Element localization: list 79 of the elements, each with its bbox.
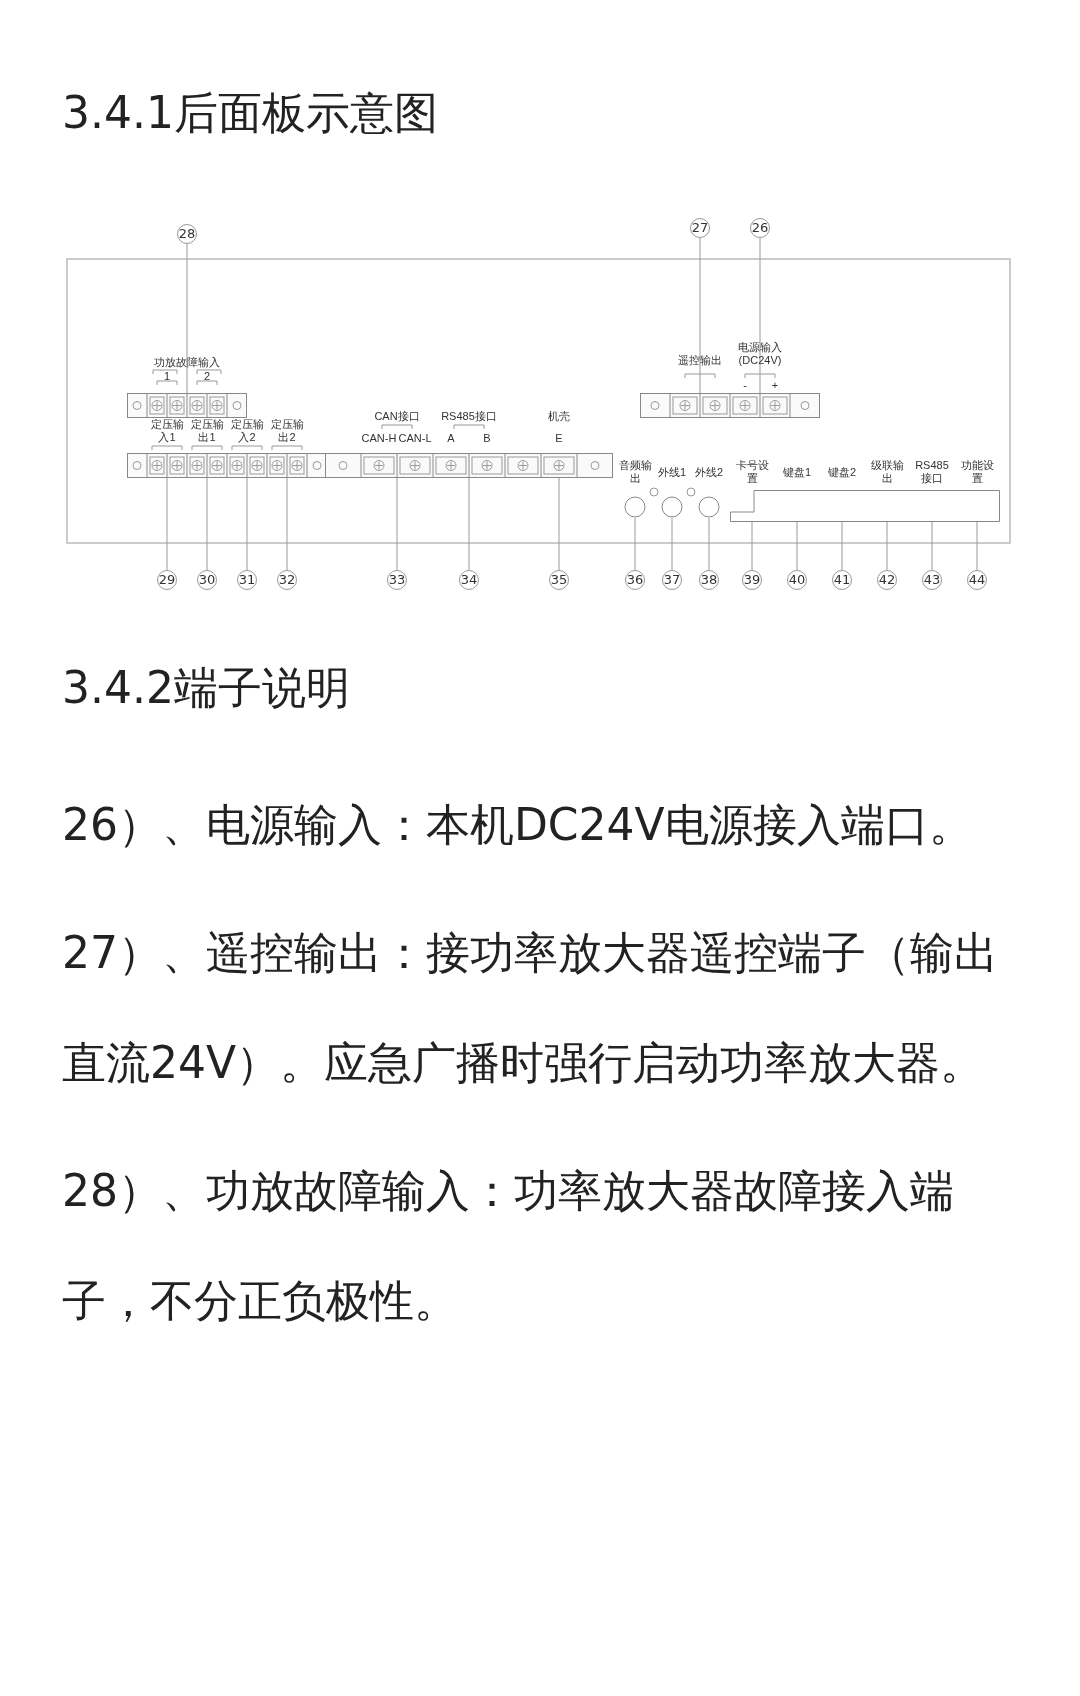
leader-line — [286, 477, 288, 571]
callout-number: 43 — [922, 570, 942, 590]
leader-line — [796, 521, 798, 571]
callout-number: 41 — [832, 570, 852, 590]
leader-line — [886, 521, 888, 571]
terminal-label: CAN接口 — [374, 409, 420, 423]
port-label: 键盘1 — [782, 465, 812, 479]
terminal-label: 定压输入2 — [229, 418, 265, 444]
callout-number: 38 — [699, 570, 719, 590]
terminal-label: 功放故障输入 — [154, 355, 220, 369]
callout-number: 42 — [877, 570, 897, 590]
leader-line — [206, 477, 208, 571]
port-panel — [730, 490, 1000, 522]
callout-number: 44 — [967, 570, 987, 590]
section-title: 3.4.1后面板示意图 — [62, 86, 438, 140]
pin-label: E — [555, 431, 563, 445]
callout-number: 34 — [459, 570, 479, 590]
port-label: 外线1 — [657, 465, 687, 479]
terminal-label: 定压输出1 — [189, 418, 225, 444]
terminal-description: 26）、电源输入：本机DC24V电源接入端口。 — [62, 798, 974, 852]
leader-line — [759, 237, 761, 394]
terminal-block — [127, 393, 247, 418]
callout-number: 36 — [625, 570, 645, 590]
callout-number: 29 — [157, 570, 177, 590]
leader-line — [931, 521, 933, 571]
port-label: 外线2 — [694, 465, 724, 479]
callout-number: 35 — [549, 570, 569, 590]
port-label: 卡号设置 — [734, 459, 770, 485]
leader-line — [166, 477, 168, 571]
pin-label: 2 — [203, 369, 211, 383]
callout-number: 31 — [237, 570, 257, 590]
leader-line — [558, 477, 560, 571]
port-label: RS485接口 — [914, 459, 950, 485]
leader-line — [468, 477, 470, 571]
polarity-label: + — [771, 378, 779, 392]
pin-label: 1 — [163, 369, 171, 383]
leader-line — [246, 477, 248, 571]
callout-number: 32 — [277, 570, 297, 590]
callout-number: 33 — [387, 570, 407, 590]
terminal-block — [640, 393, 820, 418]
port-label: 功能设置 — [959, 459, 995, 485]
polarity-label: - — [743, 378, 747, 392]
leader-line — [671, 517, 673, 571]
callout-number: 30 — [197, 570, 217, 590]
terminal-label: 遥控输出 — [678, 353, 722, 367]
terminal-label: 定压输出2 — [269, 418, 305, 444]
callout-number: 28 — [177, 224, 197, 244]
pin-label: CAN-H — [361, 431, 397, 445]
port-label: 键盘2 — [827, 465, 857, 479]
leader-line — [634, 517, 636, 571]
leader-line — [841, 521, 843, 571]
section-heading: 3.4.2端子说明 — [62, 661, 351, 715]
audio-jack — [698, 496, 720, 518]
terminal-description: 28）、功放故障输入：功率放大器故障接入端子，不分正负极性。 — [62, 1164, 955, 1328]
audio-jack — [661, 496, 683, 518]
terminal-block — [127, 453, 327, 478]
terminal-block — [325, 453, 613, 478]
terminal-description: 27）、遥控输出：接功率放大器遥控端子（输出直流24V）。应急广播时强行启动功率放大器。 — [62, 926, 999, 1090]
terminal-label: 机壳 — [548, 409, 570, 423]
pin-label: B — [483, 431, 491, 445]
callout-number: 27 — [690, 218, 710, 238]
leader-line — [699, 237, 701, 394]
callout-number: 37 — [662, 570, 682, 590]
pin-label: A — [447, 431, 455, 445]
leader-line — [186, 243, 188, 394]
callout-number: 39 — [742, 570, 762, 590]
terminal-label: RS485接口 — [441, 409, 497, 423]
terminal-label: 定压输入1 — [149, 418, 185, 444]
port-label: 级联输出 — [869, 459, 905, 485]
audio-jack — [624, 496, 646, 518]
callout-number: 26 — [750, 218, 770, 238]
leader-line — [708, 517, 710, 571]
terminal-label: 电源输入(DC24V) — [737, 341, 783, 367]
pin-label: CAN-L — [398, 431, 432, 445]
port-label: 音频输出 — [618, 459, 652, 485]
leader-line — [976, 521, 978, 571]
leader-line — [751, 521, 753, 571]
leader-line — [396, 477, 398, 571]
callout-number: 40 — [787, 570, 807, 590]
